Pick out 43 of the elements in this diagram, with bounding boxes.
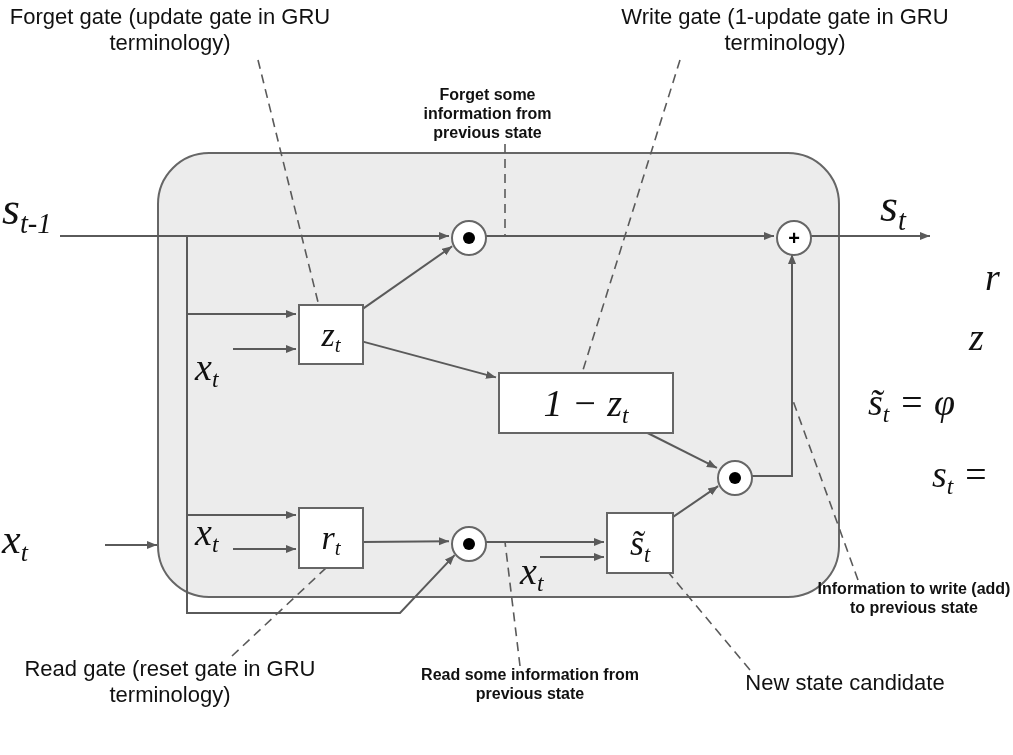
- arrow: [809, 232, 931, 240]
- leader-line: [231, 566, 328, 657]
- arrow: [232, 345, 297, 353]
- leader-line: [257, 59, 319, 303]
- math-symbol: r: [985, 258, 1000, 296]
- arrow: [750, 253, 796, 477]
- arrow: [232, 545, 297, 553]
- arrow: [104, 541, 158, 549]
- arrow: [361, 340, 497, 379]
- multiply-circle: [451, 526, 487, 562]
- arrow: [361, 537, 450, 546]
- leader-line: [504, 143, 506, 237]
- gate-box: z$_{t}$: [298, 304, 364, 365]
- math-symbol: z: [969, 318, 984, 356]
- arrow: [484, 538, 605, 546]
- math-symbol: x$_{t}$: [195, 348, 219, 386]
- annotation-text: Read gate (reset gate in GRU terminology): [23, 656, 317, 708]
- leader-line: [667, 571, 751, 671]
- leader-line: [582, 59, 681, 371]
- multiply-circle: [451, 220, 487, 256]
- arrow: [484, 232, 775, 240]
- leader-line: [504, 541, 521, 667]
- annotation-text: Read some information from previous state: [420, 666, 640, 704]
- math-symbol: s$_{t-1}$: [2, 186, 52, 232]
- gate-box: r$_{t}$: [298, 507, 364, 569]
- multiply-circle: [717, 460, 753, 496]
- arrow: [361, 245, 454, 311]
- annotation-text: Forget some information from previous state: [422, 86, 553, 143]
- math-symbol: s$_{t}$ =: [932, 455, 989, 493]
- gate-box: 1 − z$_{t}$: [498, 372, 674, 434]
- math-symbol: x$_{t}$: [195, 513, 219, 551]
- arrow: [671, 485, 720, 519]
- gate-box: s̃$_{t}$: [606, 512, 674, 574]
- math-symbol: x$_{t}$: [520, 552, 544, 590]
- annotation-text: New state candidate: [744, 670, 946, 696]
- annotation-text: Forget gate (update gate in GRU terminology): [8, 4, 332, 56]
- math-symbol: s̃$_{t}$ = φ: [868, 383, 955, 421]
- arrow: [539, 553, 605, 561]
- math-symbol: x$_{t}$: [2, 518, 28, 560]
- math-symbol: s$_{t}$: [880, 183, 906, 229]
- annotation-text: Information to write (add) to previous state: [816, 580, 1012, 618]
- annotation-text: Write gate (1-update gate in GRU terminology): [620, 4, 950, 56]
- addition-circle: +: [776, 220, 812, 256]
